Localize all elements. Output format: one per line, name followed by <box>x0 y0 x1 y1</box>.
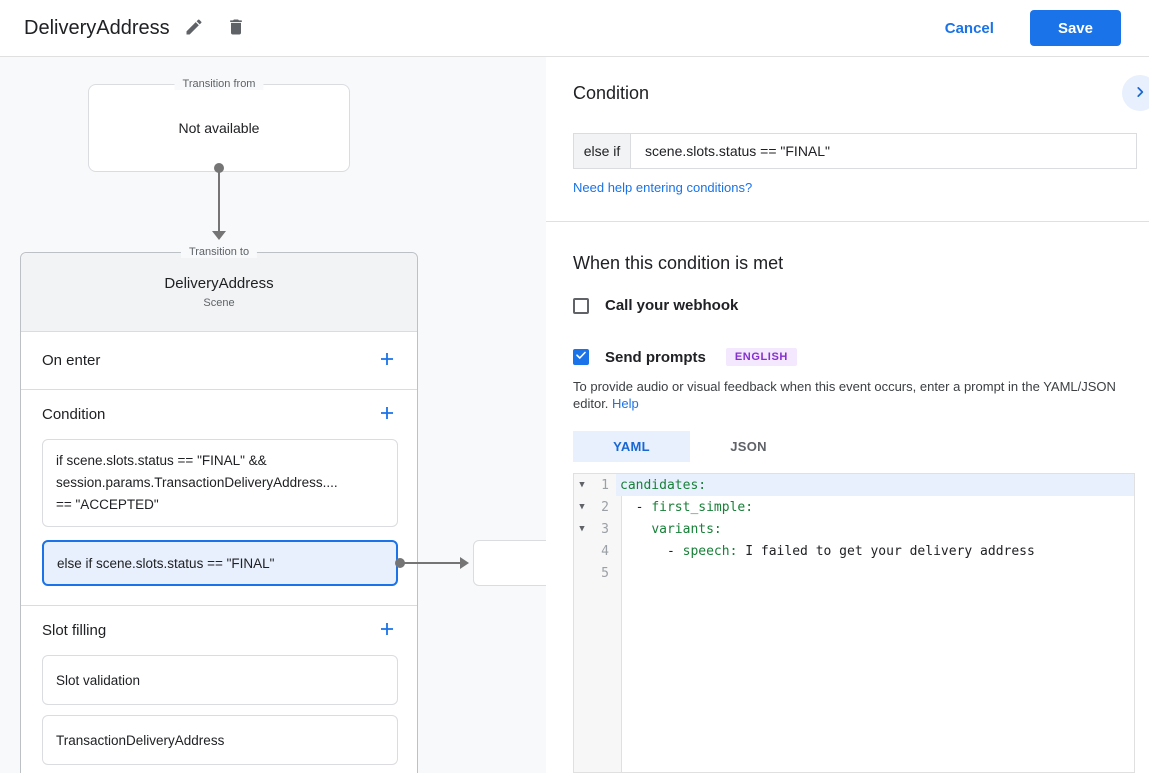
pencil-icon <box>184 17 204 40</box>
cancel-button[interactable]: Cancel <box>927 12 1012 45</box>
condition-section-label: Condition <box>42 406 106 423</box>
line-number: 3 <box>601 521 609 537</box>
fold-arrow-icon[interactable]: ▼ <box>579 524 585 534</box>
help-link[interactable]: Help <box>612 396 639 411</box>
code-line[interactable]: ▼ 3 variants: <box>574 518 1134 540</box>
code-text: - speech: I failed to get your delivery … <box>616 540 1134 562</box>
language-badge: ENGLISH <box>725 348 797 366</box>
code-indent: - <box>620 543 683 559</box>
condition-item-line: session.params.TransactionDeliveryAddres… <box>56 475 338 490</box>
code-text <box>616 562 1134 584</box>
transition-from-box: Transition from Not available <box>88 78 350 172</box>
line-number: 5 <box>601 565 609 581</box>
scene-card: Transition to DeliveryAddress Scene On e… <box>20 246 418 773</box>
connector-line-vertical <box>218 167 220 231</box>
fold-arrow-icon[interactable]: ▼ <box>579 480 585 490</box>
edit-title-button[interactable] <box>176 10 212 46</box>
condition-editor-panel: Condition else if Need help entering con… <box>546 57 1149 773</box>
when-condition-heading: When this condition is met <box>573 253 784 273</box>
condition-section: Condition <box>21 389 417 439</box>
condition-expression-input[interactable] <box>631 134 1136 168</box>
arrow-down-icon <box>212 231 226 240</box>
tab-yaml[interactable]: YAML <box>573 431 690 462</box>
code-indent <box>620 522 651 537</box>
code-rest: I failed to get your delivery address <box>737 543 1035 559</box>
fold-arrow-icon[interactable]: ▼ <box>579 502 585 512</box>
line-number: 4 <box>601 543 609 559</box>
code-key: candidates: <box>620 477 707 493</box>
panel-condition-heading: Condition <box>573 83 650 103</box>
condition-item[interactable]: if scene.slots.status == "FINAL" && sess… <box>42 439 398 527</box>
code-text: candidates: <box>616 474 1134 496</box>
code-line[interactable]: ▼ 2 - first_simple: <box>574 496 1134 518</box>
line-number: 2 <box>601 499 609 515</box>
send-prompts-row[interactable]: Send prompts ENGLISH <box>573 348 797 366</box>
webhook-checkbox[interactable] <box>573 297 589 314</box>
condition-prefix: else if <box>574 134 631 168</box>
condition-item-line: else if scene.slots.status == "FINAL" <box>57 555 275 571</box>
slot-filling-section: Slot filling <box>21 605 417 655</box>
add-condition-button[interactable] <box>375 403 399 427</box>
scene-diagram: Transition from Not available Transition… <box>0 57 546 773</box>
plus-icon <box>378 350 396 371</box>
webhook-label: Call your webhook <box>605 297 739 314</box>
delete-scene-button[interactable] <box>218 10 254 46</box>
send-prompts-checkbox[interactable] <box>573 349 589 365</box>
condition-input-row: else if <box>573 133 1137 169</box>
transition-to-legend: Transition to <box>180 246 258 258</box>
condition-item-selected[interactable]: else if scene.slots.status == "FINAL" <box>42 540 398 586</box>
code-text: - first_simple: <box>616 496 1134 518</box>
transition-from-legend: Transition from <box>174 78 264 90</box>
code-indent: - <box>620 499 652 515</box>
checkmark-icon <box>575 348 587 366</box>
scene-type-label: Scene <box>203 297 235 309</box>
slot-item-label: Slot validation <box>56 672 141 688</box>
scene-name: DeliveryAddress <box>164 275 274 292</box>
condition-item-line: if scene.slots.status == "FINAL" && <box>56 453 267 468</box>
condition-item-line: == "ACCEPTED" <box>56 497 159 512</box>
slot-item-label: TransactionDeliveryAddress <box>56 732 225 748</box>
code-line[interactable]: ▼ 1 candidates: <box>574 474 1134 496</box>
arrow-right-icon <box>460 557 469 569</box>
send-prompts-label: Send prompts <box>605 348 706 366</box>
editor-format-tabs: YAML JSON <box>573 431 807 462</box>
code-text: variants: <box>616 518 1134 540</box>
page-title: DeliveryAddress <box>24 16 170 39</box>
call-webhook-row[interactable]: Call your webhook <box>573 297 738 314</box>
transition-target-box[interactable] <box>473 540 546 586</box>
slot-filling-label: Slot filling <box>42 622 107 639</box>
condition-help-link[interactable]: Need help entering conditions? <box>573 180 753 195</box>
code-key: first_simple: <box>651 499 754 515</box>
top-bar: DeliveryAddress Cancel Save <box>0 0 1149 57</box>
prompts-helper-text: To provide audio or visual feedback when… <box>573 378 1131 412</box>
editor-gutter <box>574 474 622 772</box>
slot-item[interactable]: TransactionDeliveryAddress <box>42 715 398 765</box>
on-enter-section: On enter <box>21 331 417 389</box>
transition-from-content: Not available <box>178 120 260 136</box>
trash-icon <box>226 17 246 40</box>
on-enter-label: On enter <box>42 352 101 369</box>
slot-item[interactable]: Slot validation <box>42 655 398 705</box>
plus-icon <box>378 404 396 425</box>
connector-line-horizontal <box>400 562 460 564</box>
code-key: speech: <box>682 543 738 559</box>
yaml-code-editor[interactable]: ▼ 1 candidates: ▼ 2 - first_simple: ▼ 3 … <box>573 473 1135 773</box>
code-line[interactable]: 4 - speech: I failed to get your deliver… <box>574 540 1134 562</box>
plus-icon <box>378 620 396 641</box>
add-slot-button[interactable] <box>375 619 399 643</box>
tab-json[interactable]: JSON <box>730 439 767 454</box>
line-number: 1 <box>601 477 609 493</box>
panel-divider <box>546 221 1149 222</box>
code-key: variants: <box>651 521 722 537</box>
collapse-panel-button[interactable] <box>1122 75 1149 111</box>
helper-text: To provide audio or visual feedback when… <box>573 379 1116 411</box>
chevron-right-icon <box>1133 85 1147 102</box>
add-on-enter-button[interactable] <box>375 349 399 373</box>
scene-card-header[interactable]: DeliveryAddress Scene <box>21 253 417 331</box>
save-button[interactable]: Save <box>1029 10 1121 46</box>
code-line[interactable]: 5 <box>574 562 1134 584</box>
